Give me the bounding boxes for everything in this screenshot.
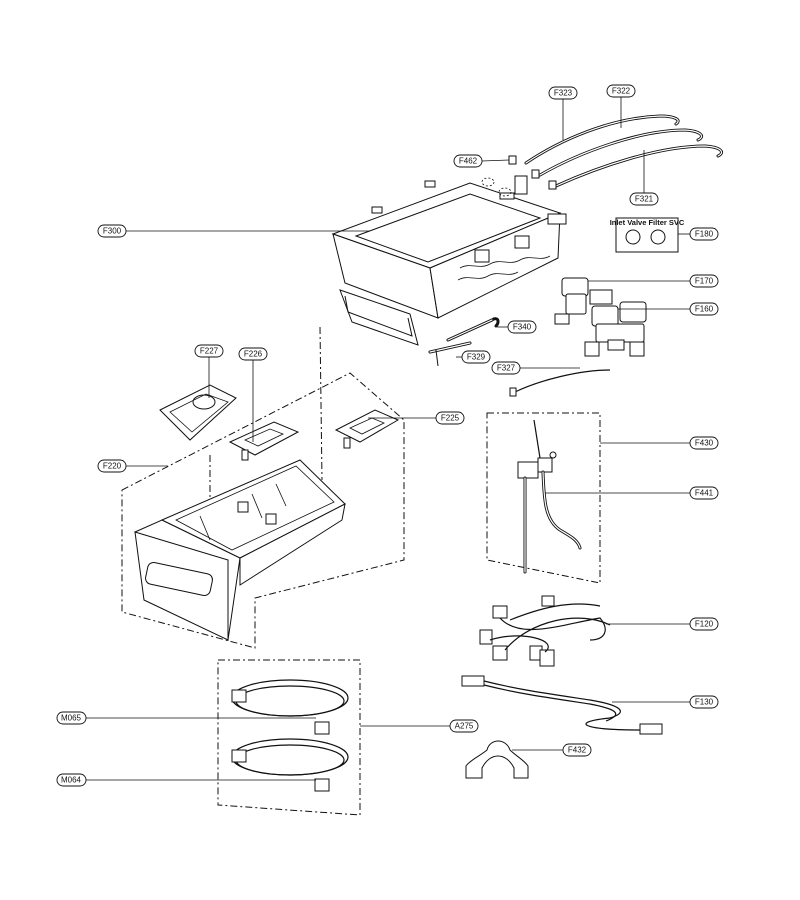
- hose-f329: [428, 341, 472, 367]
- dispenser-housing: [331, 175, 567, 346]
- inlet-valve-f160: [584, 301, 647, 357]
- callout-m065: M065: [56, 711, 87, 725]
- callout-m064: M064: [56, 773, 87, 787]
- drain-assembly-boundary: [486, 412, 601, 584]
- callout-f329: F329: [461, 350, 491, 364]
- callout-f227: F227: [194, 344, 224, 358]
- leader-lines: [86, 97, 690, 781]
- callout-f226: F226: [238, 347, 268, 361]
- callout-f321: F321: [629, 192, 659, 206]
- label-a275: A275: [455, 722, 474, 731]
- callout-f327: F327: [491, 361, 521, 375]
- callout-f340: F340: [507, 320, 537, 334]
- callout-f160: F160: [689, 302, 719, 316]
- label-f227: F227: [200, 347, 219, 356]
- inlet-sign-title: Inlet Valve Filter SVC: [610, 218, 685, 227]
- callout-f300: F300: [97, 224, 127, 238]
- label-f120: F120: [695, 620, 714, 629]
- label-f329: F329: [467, 353, 486, 362]
- label-f160: F160: [695, 305, 714, 314]
- hose-m065: [231, 679, 349, 735]
- siphon-f225: [334, 409, 400, 449]
- label-f225: F225: [441, 414, 460, 423]
- callout-f120: F120: [689, 617, 719, 631]
- callout-f432: F432: [562, 743, 592, 757]
- cap-f227: [159, 384, 237, 441]
- inlet-valve-filter-sign: Inlet Valve Filter SVC: [610, 217, 685, 253]
- callout-f322: F322: [606, 84, 636, 98]
- label-f327: F327: [497, 364, 516, 373]
- callout-f323: F323: [548, 86, 578, 100]
- label-f322: F322: [612, 87, 631, 96]
- callout-f170: F170: [689, 274, 719, 288]
- hose-f340: [446, 317, 500, 342]
- label-f430: F430: [695, 439, 714, 448]
- siphon-f226: [228, 421, 300, 461]
- clamp-f432: [465, 740, 529, 779]
- callout-f462: F462: [453, 154, 483, 168]
- label-f462: F462: [459, 157, 478, 166]
- inlet-hose-group: [508, 114, 723, 190]
- label-f170: F170: [695, 277, 714, 286]
- drawer-assembly-boundary: [121, 372, 405, 649]
- callout-f225: F225: [435, 411, 465, 425]
- drain-hose-f441: [517, 419, 582, 574]
- label-f130: F130: [695, 698, 714, 707]
- label-m065: M065: [61, 714, 82, 723]
- callout-f130: F130: [689, 695, 719, 709]
- callout-f430: F430: [689, 436, 719, 450]
- wire-harness-f120: [479, 595, 611, 667]
- hose-f327: [509, 369, 611, 397]
- label-f180: F180: [695, 230, 714, 239]
- drawer-f220: [134, 459, 346, 642]
- label-f226: F226: [244, 350, 263, 359]
- label-f340: F340: [513, 323, 532, 332]
- label-f300: F300: [103, 227, 122, 236]
- inlet-valve-f170: [554, 277, 613, 325]
- label-f432: F432: [568, 746, 587, 755]
- wire-harness-f130: [461, 675, 663, 735]
- label-m064: M064: [61, 776, 82, 785]
- callout-f180: F180: [689, 227, 719, 241]
- callout-a275: A275: [449, 719, 479, 733]
- label-f323: F323: [554, 89, 573, 98]
- callout-f441: F441: [689, 486, 719, 500]
- hose-kit-boundary: [217, 659, 361, 816]
- hose-m064: [231, 738, 349, 792]
- callout-f220: F220: [97, 459, 127, 473]
- label-f220: F220: [103, 462, 122, 471]
- label-f321: F321: [635, 195, 654, 204]
- label-f441: F441: [695, 489, 714, 498]
